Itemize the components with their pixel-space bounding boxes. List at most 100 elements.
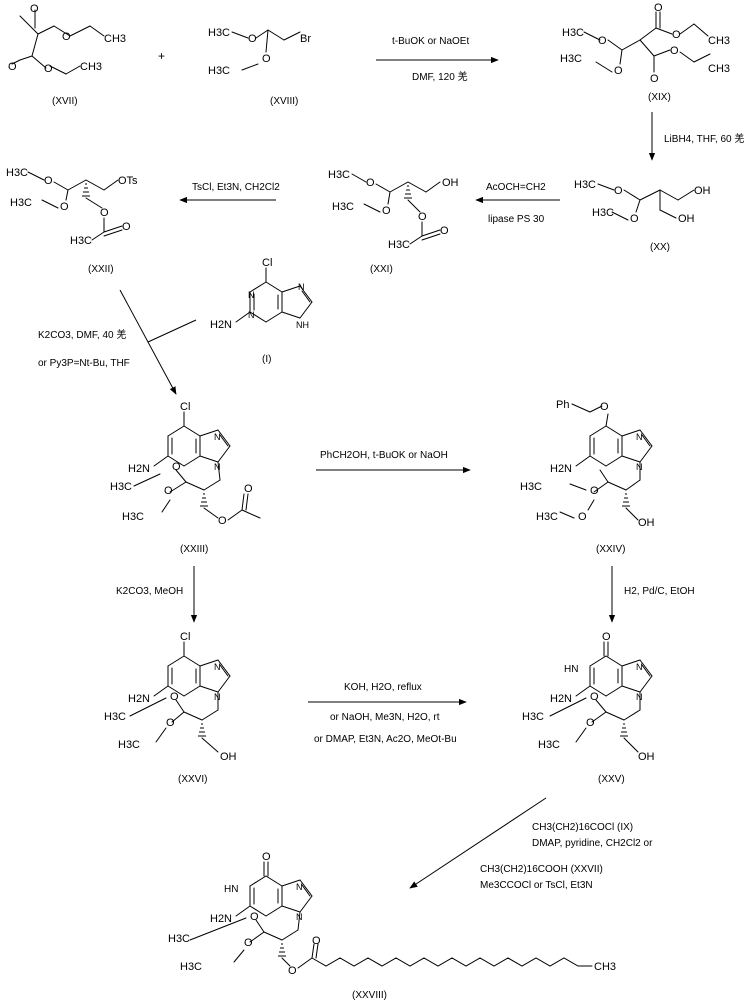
atom-ch3: CH3 xyxy=(80,61,102,73)
condition-r1-solvent: DMF, 120 羌 xyxy=(412,71,468,83)
atom-h3c: H3C xyxy=(208,65,230,77)
condition-r10-base: DMAP, pyridine, CH2Cl2 or xyxy=(532,838,653,849)
atom-o: O xyxy=(590,485,599,497)
condition-r9-main: KOH, H2O, reflux xyxy=(344,682,422,693)
label-xxv: (XXV) xyxy=(598,774,625,785)
atom-o: O xyxy=(244,483,253,495)
atom-n: N xyxy=(298,282,305,292)
condition-r10-acid: CH3(CH2)16COOH (XXVII) xyxy=(480,864,603,875)
atom-h3c: H3C xyxy=(208,27,230,39)
atom-br: Br xyxy=(300,33,311,45)
stereo-hash-bond xyxy=(404,185,412,199)
atom-h2n: H2N xyxy=(550,463,572,475)
atom-n: N xyxy=(636,662,643,672)
compound-xxviii: O HN H2N N N O O H3C H3C O O CH3 (XXVIII… xyxy=(168,851,616,1001)
atom-h2n: H2N xyxy=(128,693,150,705)
compound-xvii: O O CH3 O O CH3 (XVII) xyxy=(8,3,126,107)
atom-h3c: H3C xyxy=(122,511,144,523)
compound-xviii: H3C O Br O H3C (XVIII) xyxy=(208,27,311,107)
atom-h3c: H3C xyxy=(332,201,354,213)
atom-hn: HN xyxy=(224,884,238,895)
atom-o: O xyxy=(122,221,131,233)
condition-r7: K2CO3, MeOH xyxy=(116,586,183,597)
atom-oh: OH xyxy=(638,517,655,529)
atom-h3c: H3C xyxy=(110,481,132,493)
atom-nh: NH xyxy=(296,320,309,330)
atom-o: O xyxy=(248,33,257,45)
atom-h3c: H3C xyxy=(522,711,544,723)
stereo-hash-bond xyxy=(622,493,630,507)
atom-cl: Cl xyxy=(180,401,190,413)
label-xxii: (XXII) xyxy=(88,264,114,275)
label-xxiv: (XXIV) xyxy=(596,544,625,555)
label-xx: (XX) xyxy=(650,242,670,253)
atom-h2n: H2N xyxy=(210,913,232,925)
stereo-hash-bond xyxy=(278,943,286,957)
condition-r1-base: t-BuOK or NaOEt xyxy=(392,36,469,47)
atom-o: O xyxy=(262,53,271,65)
atom-n: N xyxy=(214,692,221,702)
atom-o: O xyxy=(8,61,17,73)
atom-ch3: CH3 xyxy=(104,33,126,45)
atom-o: O xyxy=(440,225,449,237)
atom-o: O xyxy=(586,717,595,729)
atom-o: O xyxy=(244,937,253,949)
label-i: (I) xyxy=(262,354,271,365)
atom-o: O xyxy=(600,401,609,413)
label-xvii: (XVII) xyxy=(52,96,78,107)
atom-o: O xyxy=(614,185,623,197)
atom-o: O xyxy=(250,911,259,923)
atom-h3c: H3C xyxy=(562,27,584,39)
atom-h3c: H3C xyxy=(6,167,28,179)
condition-r9-alt2: or DMAP, Et3N, Ac2O, MeOt-Bu xyxy=(314,734,457,745)
atom-ch3: CH3 xyxy=(708,35,730,47)
label-xix: (XIX) xyxy=(648,92,671,103)
atom-o: O xyxy=(670,45,679,57)
atom-h2n: H2N xyxy=(210,319,232,331)
atom-ch3: CH3 xyxy=(708,63,730,75)
atom-oh: OH xyxy=(694,185,711,197)
atom-o: O xyxy=(654,2,663,14)
stereo-hash-bond xyxy=(200,493,208,507)
atom-cl: Cl xyxy=(262,257,272,269)
condition-r5-base: K2CO3, DMF, 40 羌 xyxy=(38,329,126,341)
atom-h3c: H3C xyxy=(70,235,92,247)
atom-o: O xyxy=(44,175,53,187)
atom-h2n: H2N xyxy=(128,463,150,475)
atom-o: O xyxy=(672,29,681,41)
label-xxvi: (XXVI) xyxy=(178,774,207,785)
condition-r6: PhCH2OH, t-BuOK or NaOH xyxy=(320,450,448,461)
condition-r3-enzyme: lipase PS 30 xyxy=(488,214,545,225)
condition-r4: TsCl, Et3N, CH2Cl2 xyxy=(192,182,280,193)
condition-r10-activator: Me3CCOCl or TsCl, Et3N xyxy=(480,880,593,891)
atom-o: O xyxy=(366,177,375,189)
atom-o: O xyxy=(62,31,71,43)
compound-xx: H3C O OH OH O H3C (XX) xyxy=(574,179,711,253)
atom-h3c: H3C xyxy=(560,53,582,65)
atom-o: O xyxy=(630,213,639,225)
atom-hn: HN xyxy=(564,664,578,675)
atom-oh: OH xyxy=(638,751,655,763)
atom-o: O xyxy=(44,63,53,75)
atom-o: O xyxy=(598,35,607,47)
atom-n: N xyxy=(636,462,643,472)
plus-sign: + xyxy=(158,49,165,63)
atom-o: O xyxy=(288,965,297,977)
atom-h3c: H3C xyxy=(104,711,126,723)
atom-h2n: H2N xyxy=(550,693,572,705)
atom-oh: OH xyxy=(678,213,695,225)
atom-o: O xyxy=(578,511,587,523)
atom-ch3: CH3 xyxy=(594,961,616,973)
atom-o: O xyxy=(312,935,321,947)
atom-h3c: H3C xyxy=(574,179,596,191)
atom-h3c: H3C xyxy=(536,511,558,523)
atom-o: O xyxy=(166,717,175,729)
atom-ph: Ph xyxy=(556,399,569,411)
atom-o: O xyxy=(60,201,69,213)
atom-o: O xyxy=(164,485,173,497)
atom-h3c: H3C xyxy=(10,197,32,209)
atom-o: O xyxy=(30,3,39,15)
compound-xxv: O HN H2N N N O O H3C H3C OH (XXV) xyxy=(522,631,655,785)
atom-n: N xyxy=(296,882,303,892)
